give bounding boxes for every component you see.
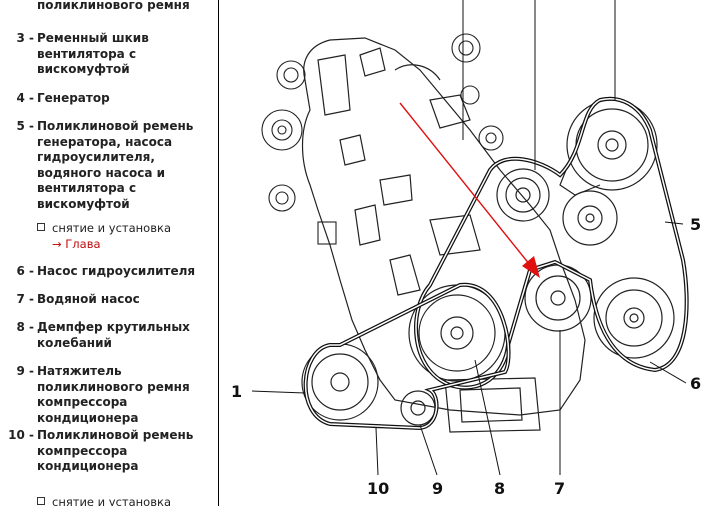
legend-item-text: Водяной насос	[37, 292, 140, 306]
auxiliary-parts	[261, 33, 504, 245]
ac-poly-v-belt	[303, 282, 511, 431]
callout-10: 10	[367, 479, 389, 498]
legend-item-text: Генератор	[37, 91, 110, 105]
leader-lines	[251, 0, 687, 476]
legend-item-num: 10 -	[8, 428, 34, 442]
fan-pulley	[496, 168, 550, 222]
legend-sub-text: снятие и установка	[52, 495, 171, 506]
legend-item-num: 4 -	[16, 91, 34, 105]
legend-item-text: Ременный шкив вентилятора с вискомуфтой	[37, 31, 149, 76]
panel-divider	[218, 0, 219, 506]
legend-sub-text: снятие и установка	[52, 221, 171, 235]
legend-item-text: Поликлиновой ремень генератора, насоса г…	[37, 119, 194, 211]
legend-item-num: 8 -	[16, 320, 34, 334]
ac-belt-inner-line	[304, 284, 510, 429]
callout-6: 6	[690, 374, 701, 393]
legend-item-num: 7 -	[16, 292, 34, 306]
legend-item-num: 9 -	[16, 364, 34, 378]
legend-item-text: Насос гидроусилителя	[37, 264, 196, 278]
legend-item-num: 6 -	[16, 264, 34, 278]
callout-1: 1	[231, 382, 242, 401]
legend-item-text: Поликлиновой ремень компрессора кондицио…	[37, 428, 194, 473]
legend-item-text: Натяжитель поликлинового ремня компрессо…	[37, 364, 190, 425]
checkbox-icon	[37, 497, 45, 505]
legend-item-num: 5 -	[16, 119, 34, 133]
callout-5: 5	[690, 215, 701, 234]
legend-sub-item: снятие и установка	[37, 221, 171, 236]
legend-panel: поликлинового ремня 3 - Ременный шкив ве…	[0, 0, 212, 506]
chapter-link[interactable]: → Глава	[52, 237, 101, 251]
main-belt-inner-line	[415, 98, 688, 389]
main-poly-v-belt	[414, 96, 689, 390]
belt-drive-diagram: 1 5 6 7 8 9 10	[231, 0, 701, 498]
legend-sub-item: снятие и установка	[37, 495, 171, 506]
engine-block-outline	[301, 37, 586, 433]
tensioner-pulley	[562, 190, 618, 246]
belt-routing-arrow	[399, 102, 540, 278]
legend-item-num: 3 -	[16, 31, 34, 45]
legend-item-text: Демпфер крутильных колебаний	[37, 320, 190, 350]
power-steering-pulley	[593, 277, 675, 359]
ac-belt-tensioner	[400, 390, 436, 426]
callout-7: 7	[554, 479, 565, 498]
callout-8: 8	[494, 479, 505, 498]
checkbox-icon	[37, 223, 45, 231]
legend-item-text: поликлинового ремня	[37, 0, 190, 12]
callout-9: 9	[432, 479, 443, 498]
